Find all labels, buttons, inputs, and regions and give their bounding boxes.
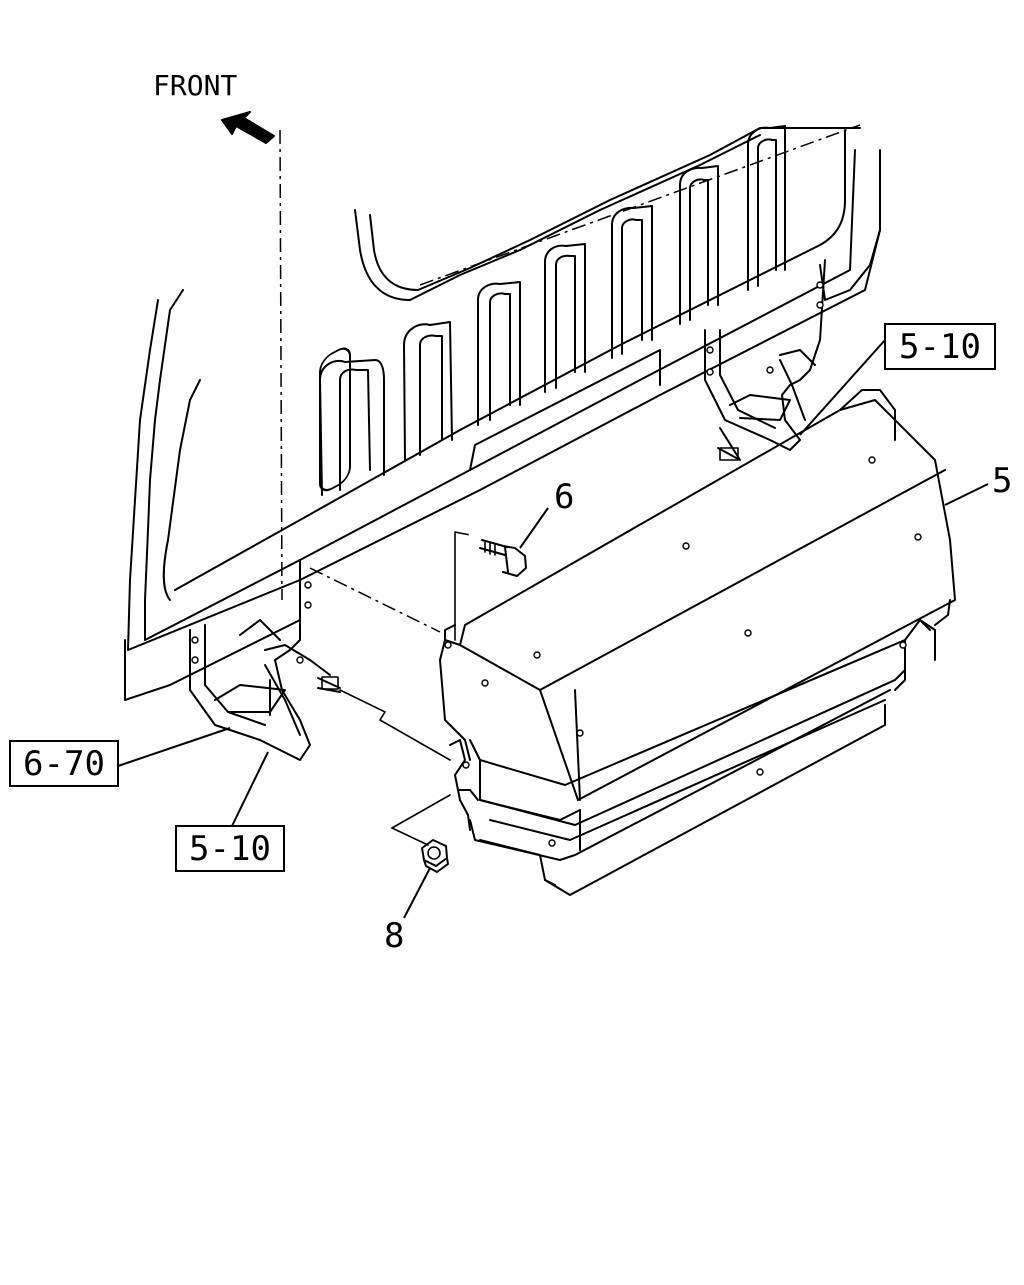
housing-cover-part-5	[439, 389, 956, 896]
callout-5-10-lower-text: 5-10	[189, 829, 271, 869]
right-mounting-bracket	[704, 259, 826, 461]
callout-5: 5	[992, 461, 1012, 501]
callout-5-10-upper: 5-10	[884, 323, 996, 370]
callout-5-10-upper-text: 5-10	[899, 327, 981, 367]
nut-part-8	[421, 839, 449, 873]
callout-8-text: 8	[384, 916, 404, 956]
callout-5-10-lower: 5-10	[175, 825, 285, 872]
callout-6-text: 6	[554, 477, 574, 517]
arrow-upper-left-icon	[221, 111, 275, 144]
callout-5-text: 5	[992, 461, 1012, 501]
leader-lines	[117, 339, 989, 919]
assembly-lines	[309, 531, 471, 846]
callout-6: 6	[554, 477, 574, 517]
callout-6-70-text: 6-70	[23, 744, 105, 784]
left-mounting-bracket	[189, 579, 341, 761]
front-label: FRONT	[153, 69, 237, 102]
vehicle-floor-body	[124, 124, 881, 701]
callout-8: 8	[384, 916, 404, 956]
bolt-part-6	[479, 539, 527, 577]
callout-6-70: 6-70	[9, 740, 119, 787]
